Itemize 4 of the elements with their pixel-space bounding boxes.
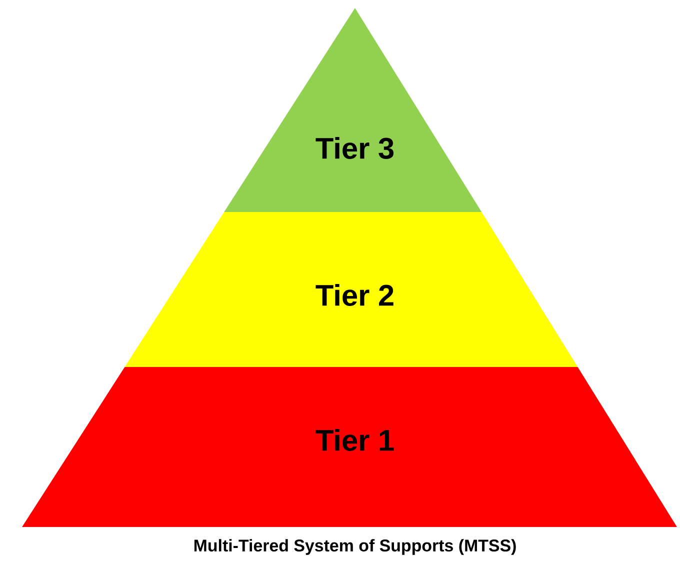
pyramid-tier: Tier 2 xyxy=(124,212,578,367)
caption: Multi-Tiered System of Supports (MTSS) xyxy=(194,539,516,555)
pyramid-tier: Tier 1 xyxy=(22,367,677,527)
pyramid-tier: Tier 3 xyxy=(224,8,482,212)
